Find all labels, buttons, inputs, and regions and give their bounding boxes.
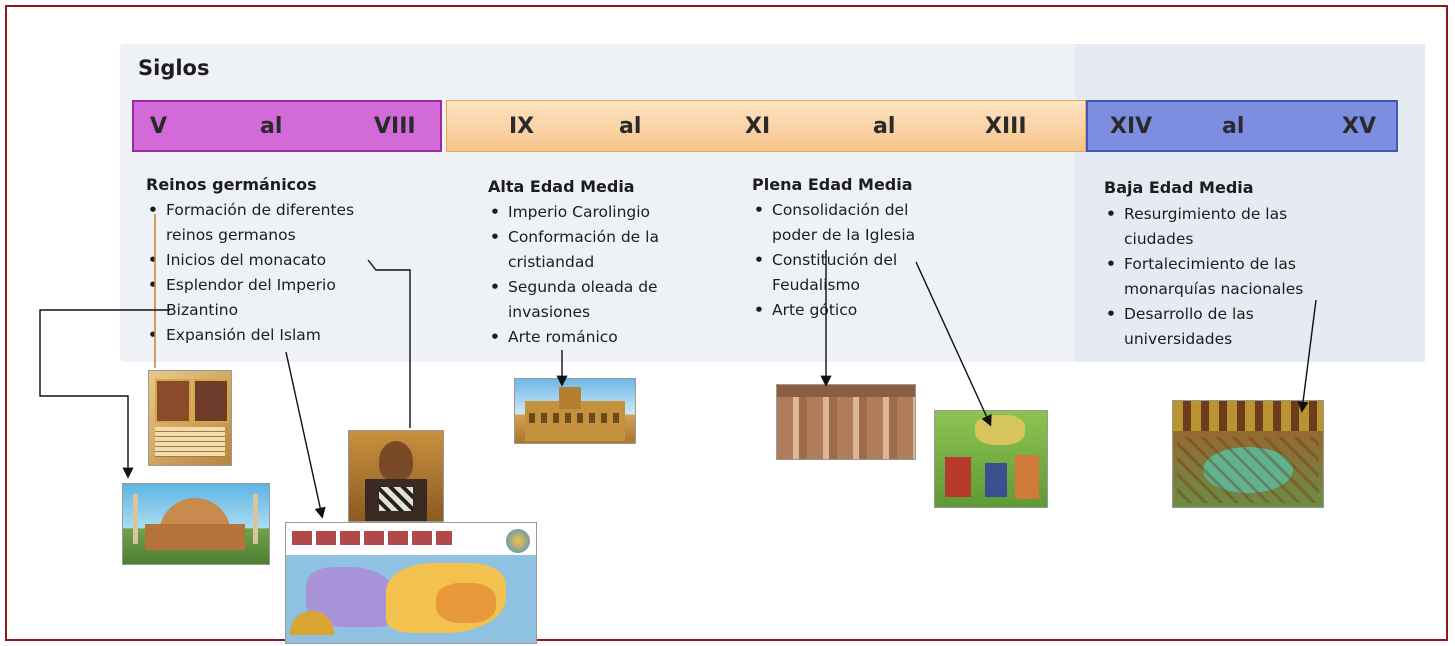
romanesque-church-image <box>514 378 636 444</box>
connector-label: al <box>260 113 283 139</box>
list-item: Constitución del Feudalismo <box>752 248 952 298</box>
column-heading-reinos: Reinos germánicos <box>146 175 317 194</box>
century-label: XV <box>1342 113 1376 139</box>
connector-line <box>285 351 326 519</box>
university-scene-image <box>1172 400 1324 508</box>
timeline-segment-middle: IX al XI al XIII <box>446 100 1086 152</box>
list-item: Segunda oleada de invasiones <box>488 275 708 325</box>
manuscript-image <box>148 370 232 466</box>
list-item: Resurgimiento de las ciudades <box>1104 202 1354 252</box>
connector-line <box>39 309 170 479</box>
monk-portrait-image <box>348 430 444 522</box>
century-label: IX <box>509 113 535 139</box>
list-item: Desarrollo de las universidades <box>1104 302 1354 352</box>
page-title: Siglos <box>138 56 210 80</box>
outer-frame <box>5 5 1448 641</box>
century-label: XIII <box>985 113 1027 139</box>
list-baja: Resurgimiento de las ciudades Fortalecim… <box>1104 202 1374 352</box>
timeline-segment-early: V al VIII <box>132 100 442 152</box>
hagia-sophia-image <box>122 483 270 565</box>
list-item: Expansión del Islam <box>146 323 406 348</box>
timeline-segment-late: XIV al XV <box>1086 100 1398 152</box>
century-label: V <box>150 113 168 139</box>
column-heading-alta: Alta Edad Media <box>488 177 635 196</box>
list-alta: Imperio Carolingio Conformación de la cr… <box>488 200 718 350</box>
connector-line <box>1297 299 1317 413</box>
column-heading-plena: Plena Edad Media <box>752 175 913 194</box>
list-item: Imperio Carolingio <box>488 200 718 225</box>
connector-label: al <box>619 113 642 139</box>
list-reinos: Formación de diferentes reinos germanos … <box>146 198 406 348</box>
connector-label: al <box>1222 113 1245 139</box>
list-item: Esplendor del Imperio Bizantino <box>146 273 366 323</box>
century-label: XIV <box>1110 113 1153 139</box>
century-label: VIII <box>374 113 416 139</box>
list-item: Conformación de la cristiandad <box>488 225 708 275</box>
islam-map-image <box>285 522 537 644</box>
list-item: Formación de diferentes reinos germanos <box>146 198 386 248</box>
gothic-statues-image <box>776 384 916 460</box>
list-item: Arte gótico <box>752 298 972 323</box>
list-plena: Consolidación del poder de la Iglesia Co… <box>752 198 972 323</box>
connector-label: al <box>873 113 896 139</box>
connector-line <box>915 261 992 427</box>
list-item: Consolidación del poder de la Iglesia <box>752 198 952 248</box>
list-item: Inicios del monacato <box>146 248 406 273</box>
connector-line <box>367 259 411 428</box>
list-item: Fortalecimiento de las monarquías nacion… <box>1104 252 1384 302</box>
list-item: Arte románico <box>488 325 718 350</box>
column-heading-baja: Baja Edad Media <box>1104 178 1254 197</box>
century-label: XI <box>745 113 771 139</box>
